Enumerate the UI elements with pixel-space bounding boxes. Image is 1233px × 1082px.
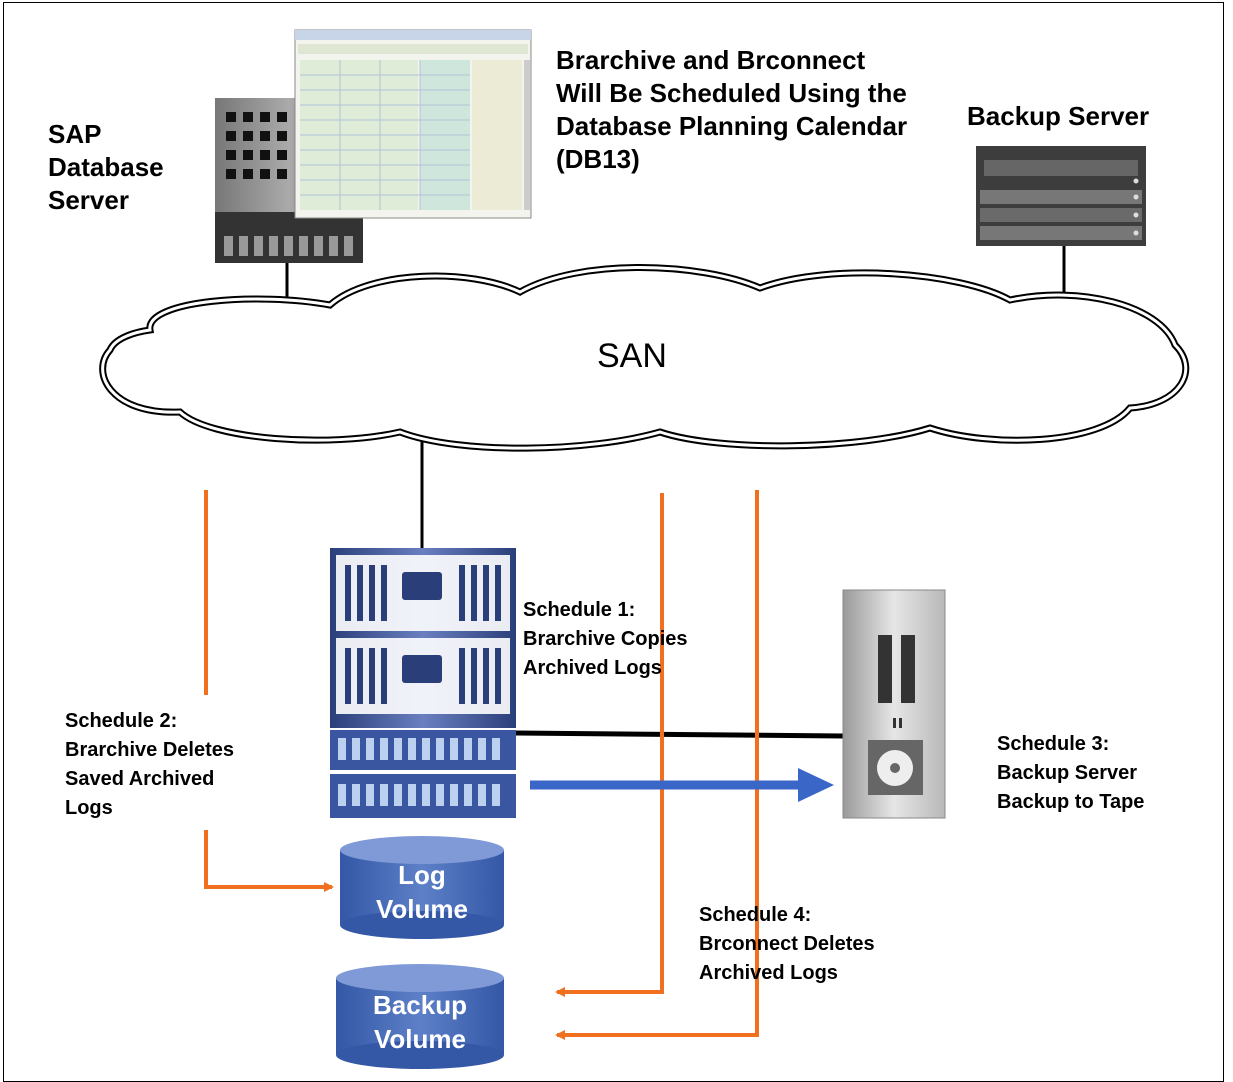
tape-drive-icon [842,589,946,819]
backup-volume-label: Backup Volume [373,990,467,1054]
schedule-arrows [204,490,759,1040]
schedule1-label: Schedule 1: Brarchive Copies Archived Lo… [523,599,688,679]
sap-server-label: SAP Database Server [48,119,164,215]
log-volume-cylinder [340,836,504,939]
schedule1-arrow [555,493,664,997]
backup-server-label: Backup Server [967,101,1150,131]
backup-to-tape-arrow [530,768,834,802]
calendar-screenshot-icon [294,29,532,219]
schedule4-arrow [555,490,759,1040]
backup-volume-cylinder [336,964,504,1069]
rack-server-icon [976,146,1146,246]
san-label: SAN [597,337,667,375]
schedule2-arrow [204,830,334,892]
schedule3-label: Schedule 3: Backup Server Backup to Tape [997,733,1145,813]
scheduling-note: Brarchive and Brconnect Will Be Schedule… [556,45,908,174]
schedule4-label: Schedule 4: Brconnect Deletes Archived L… [699,904,875,984]
storage-array-icon [330,548,516,818]
storage-to-tape-link [515,730,844,739]
schedule2-label: Schedule 2: Brarchive Deletes Saved Arch… [65,710,234,819]
log-volume-label: Log Volume [376,860,468,924]
